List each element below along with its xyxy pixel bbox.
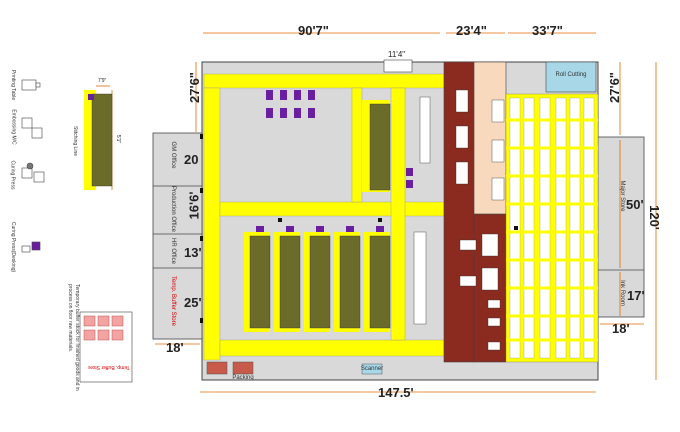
dim-left-top: 27'6": [186, 72, 202, 103]
legend-stitching-line: Stitching Line: [72, 125, 79, 157]
legend-curing-press-desk: Curing Press(Desking): [10, 221, 17, 273]
dim-bottom-total: 147.5': [378, 385, 414, 400]
room-gm-office: GM Office: [170, 141, 176, 169]
stitching-lines: [244, 226, 391, 332]
aisle-left: [203, 87, 221, 361]
legend-printing-table: Printing Table: [10, 69, 17, 101]
dim-office1: 20: [184, 152, 199, 167]
aisle-top: [203, 73, 445, 89]
dim-top-right: 33'7": [532, 23, 563, 38]
legend-buffer-title: Temp. Buffer Store: [88, 364, 130, 370]
packing-table-1: [206, 361, 228, 375]
room-ink-room: Ink Room: [619, 280, 625, 306]
dim-right-top: 27'6": [606, 72, 622, 103]
packing-table-2: [232, 361, 254, 375]
gate: [383, 59, 413, 73]
dim-office2: 16'6': [186, 191, 202, 220]
dim-legend-width: 7'9": [98, 78, 107, 84]
room-roll-cutting: Roll Cutting: [555, 72, 587, 78]
dim-right-total: 120': [646, 205, 662, 230]
dim-left-bottom: 18': [166, 340, 184, 355]
legend-embossing: Embossing M/C: [10, 109, 17, 145]
aisle-bottom: [219, 339, 445, 357]
scanner-box: [361, 363, 383, 375]
room-temp-buffer: Temp. Buffer Store: [170, 276, 176, 326]
dim-office3: 13': [184, 245, 202, 260]
aisle-mid: [219, 201, 445, 217]
office-block: [152, 132, 203, 340]
machine-cluster-top: [266, 90, 315, 118]
aisle-vertical: [390, 87, 406, 341]
room-packing: Packing: [232, 375, 254, 381]
dim-office4: 25': [184, 295, 202, 310]
room-scanner: Scanner: [360, 366, 384, 372]
dim-bottom-right: 18': [612, 321, 630, 336]
room-hr-office: HR Office: [170, 238, 176, 264]
room-major-store: Major Store: [619, 180, 625, 212]
dim-legend-length: 5'1": [115, 134, 122, 144]
store-block: [597, 136, 645, 318]
roll-cutting-box: [545, 61, 597, 93]
dim-right-bottom: 17': [627, 288, 645, 303]
aisle-stub: [351, 87, 363, 203]
dim-right-mid: 50': [626, 197, 644, 212]
dim-top-mid: 23'4": [456, 23, 487, 38]
legend-buffer-note: Temporary buffer stock for finished good…: [67, 284, 80, 391]
legend-curing-press: Curing Press: [9, 160, 16, 190]
dim-top-left: 90'7": [298, 23, 329, 38]
dim-gate: 11'4": [388, 50, 406, 59]
legend-icons: [21, 79, 45, 253]
